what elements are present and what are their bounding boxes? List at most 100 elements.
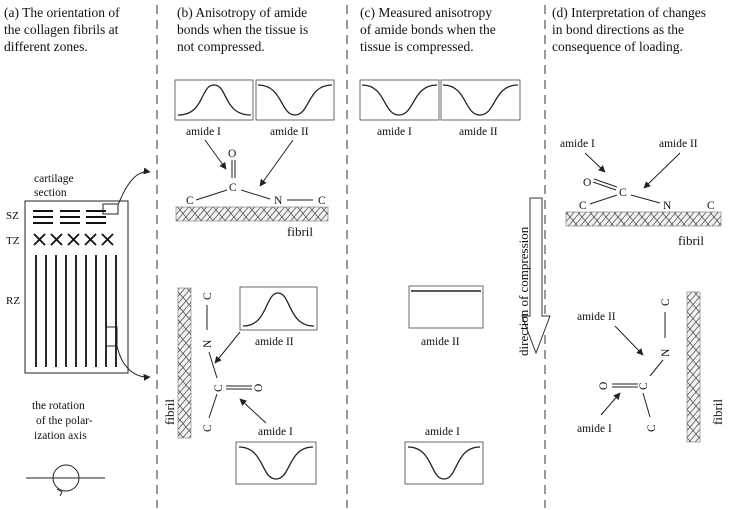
b-lower-amide-2-label: amide II bbox=[255, 336, 294, 348]
d-lower-amide-2-label: amide II bbox=[577, 311, 616, 323]
b-top-o: O bbox=[228, 148, 236, 160]
cartilage-section bbox=[24, 200, 129, 374]
b-side-o: O bbox=[253, 384, 265, 392]
d-side-n: N bbox=[660, 348, 672, 357]
section-label-line-1: cartilage bbox=[34, 173, 74, 185]
header-c-line-2: of amide bonds when the bbox=[360, 22, 496, 37]
b-fibril-label-side: fibril bbox=[162, 399, 177, 425]
b-amide-1-curve bbox=[177, 84, 252, 116]
header-d-line-3: consequence of loading. bbox=[552, 39, 683, 54]
b-side-n: N bbox=[202, 339, 214, 348]
panel-d: amide I amide II O C C N C fibril C N C … bbox=[560, 138, 725, 443]
header-d: (d) Interpretation of changes in bond di… bbox=[552, 5, 706, 54]
c-lower-amide-1-label: amide I bbox=[425, 426, 460, 438]
header-b: (b) Anisotropy of amide bonds when the t… bbox=[177, 5, 308, 54]
d-fibril-label-top: fibril bbox=[678, 233, 704, 248]
header-b-line-1: (b) Anisotropy of amide bbox=[177, 5, 307, 20]
b-lower-amide-1-label: amide I bbox=[258, 426, 293, 438]
d-top-n: N bbox=[663, 200, 672, 212]
b-amide-2-curve bbox=[257, 84, 333, 116]
panel-b: amide I amide II O C C N C fibril fibril… bbox=[162, 79, 335, 485]
b-lower-amide-1-arrow bbox=[239, 398, 267, 424]
b-side-c-bottom: C bbox=[202, 424, 214, 432]
c-amide-1-label: amide I bbox=[377, 126, 412, 138]
rz-fibrils bbox=[35, 255, 117, 367]
rz-inset-box bbox=[105, 326, 118, 347]
panel-a: cartilage section SZ TZ RZ bbox=[6, 167, 151, 497]
c-amide-1-box bbox=[359, 79, 440, 121]
c-lower-amide-2-label: amide II bbox=[421, 336, 460, 348]
header-d-line-2: in bond directions as the bbox=[552, 22, 684, 37]
b-top-n: N bbox=[274, 195, 283, 207]
b-amide-1-label: amide I bbox=[186, 126, 221, 138]
b-amide-2-arrow bbox=[259, 139, 294, 187]
header-a-line-3: different zones. bbox=[4, 39, 88, 54]
d-top-c-left: C bbox=[579, 200, 587, 212]
d-fibril-horizontal bbox=[565, 211, 722, 227]
zone-sz-label: SZ bbox=[6, 210, 19, 222]
d-lower-amide-2-arrow bbox=[614, 325, 644, 356]
direction-of-compression-label: direction of compression bbox=[516, 226, 531, 356]
d-top-c-right: C bbox=[707, 200, 715, 212]
b-top-c-left: C bbox=[186, 195, 194, 207]
d-fibril-label-side: fibril bbox=[710, 399, 725, 425]
rotation-circle bbox=[52, 464, 80, 492]
d-side-c-bottom: C bbox=[646, 424, 658, 432]
d-lower-amide-1-arrow bbox=[600, 392, 621, 416]
header-c-line-1: (c) Measured anisotropy bbox=[360, 5, 492, 20]
b-top-c-carbonyl: C bbox=[229, 182, 237, 194]
b-lower-amide-2-arrow bbox=[214, 331, 241, 364]
c-lower-amide-2-box bbox=[408, 285, 484, 329]
d-amide-1-label: amide I bbox=[560, 138, 595, 150]
header-c-line-3: tissue is compressed. bbox=[360, 39, 474, 54]
header-d-line-1: (d) Interpretation of changes bbox=[552, 5, 706, 20]
zone-tz-label: TZ bbox=[6, 235, 20, 247]
b-side-c-carbonyl: C bbox=[213, 384, 225, 392]
d-top-c-carbonyl: C bbox=[619, 187, 627, 199]
b-lower-amide-1-curve bbox=[238, 446, 314, 480]
zoom-arrow-bottom bbox=[116, 345, 151, 381]
d-lower-amide-1-label: amide I bbox=[577, 423, 612, 435]
b-amide-1-arrow bbox=[204, 139, 227, 170]
zone-rz-label: RZ bbox=[6, 295, 20, 307]
tz-fibrils bbox=[33, 233, 114, 246]
b-lower-amide-2-box bbox=[239, 286, 318, 331]
d-amide-1-arrow bbox=[584, 152, 606, 173]
c-amide-1-curve bbox=[361, 84, 438, 116]
sz-inset-box bbox=[102, 203, 119, 215]
section-label-line-2: section bbox=[34, 187, 67, 199]
header-a-line-1: (a) The orientation of bbox=[4, 5, 120, 20]
d-side-c-top: C bbox=[660, 298, 672, 306]
b-fibril-vertical bbox=[177, 287, 192, 439]
b-side-c-top: C bbox=[202, 292, 214, 300]
b-amide-2-box bbox=[255, 79, 335, 121]
d-top-o: O bbox=[583, 177, 591, 189]
rotation-label-line-3: ization axis bbox=[34, 430, 87, 442]
header-c: (c) Measured anisotropy of amide bonds w… bbox=[360, 5, 496, 54]
c-amide-2-box bbox=[440, 79, 521, 121]
rotation-label-line-2: of the polar- bbox=[36, 415, 93, 427]
b-fibril-horizontal bbox=[175, 206, 329, 222]
b-amide-2-label: amide II bbox=[270, 126, 309, 138]
zoom-arrow-top bbox=[117, 167, 151, 206]
header-b-line-3: not compressed. bbox=[177, 39, 265, 54]
rotation-label-line-1: the rotation bbox=[32, 400, 85, 412]
d-amide-2-label: amide II bbox=[659, 138, 698, 150]
d-amide-2-arrow bbox=[643, 152, 681, 189]
b-fibril-label-top: fibril bbox=[287, 224, 313, 239]
header-b-line-2: bonds when the tissue is bbox=[177, 22, 308, 37]
compression-arrow bbox=[521, 197, 551, 355]
c-amide-2-curve bbox=[442, 84, 519, 116]
d-side-o: O bbox=[598, 382, 610, 390]
b-lower-amide-2-curve bbox=[242, 292, 315, 327]
sz-fibrils bbox=[33, 210, 106, 224]
header-a: (a) The orientation of the collagen fibr… bbox=[4, 5, 120, 54]
c-lower-amide-1-curve bbox=[407, 446, 481, 480]
b-top-c-right: C bbox=[318, 195, 326, 207]
c-amide-2-label: amide II bbox=[459, 126, 498, 138]
rotation-arrowhead bbox=[56, 488, 63, 497]
header-a-line-2: the collagen fibrils at bbox=[4, 22, 119, 37]
panel-c: amide I amide II amide II amide I direct… bbox=[359, 79, 551, 485]
d-fibril-vertical bbox=[686, 291, 701, 443]
